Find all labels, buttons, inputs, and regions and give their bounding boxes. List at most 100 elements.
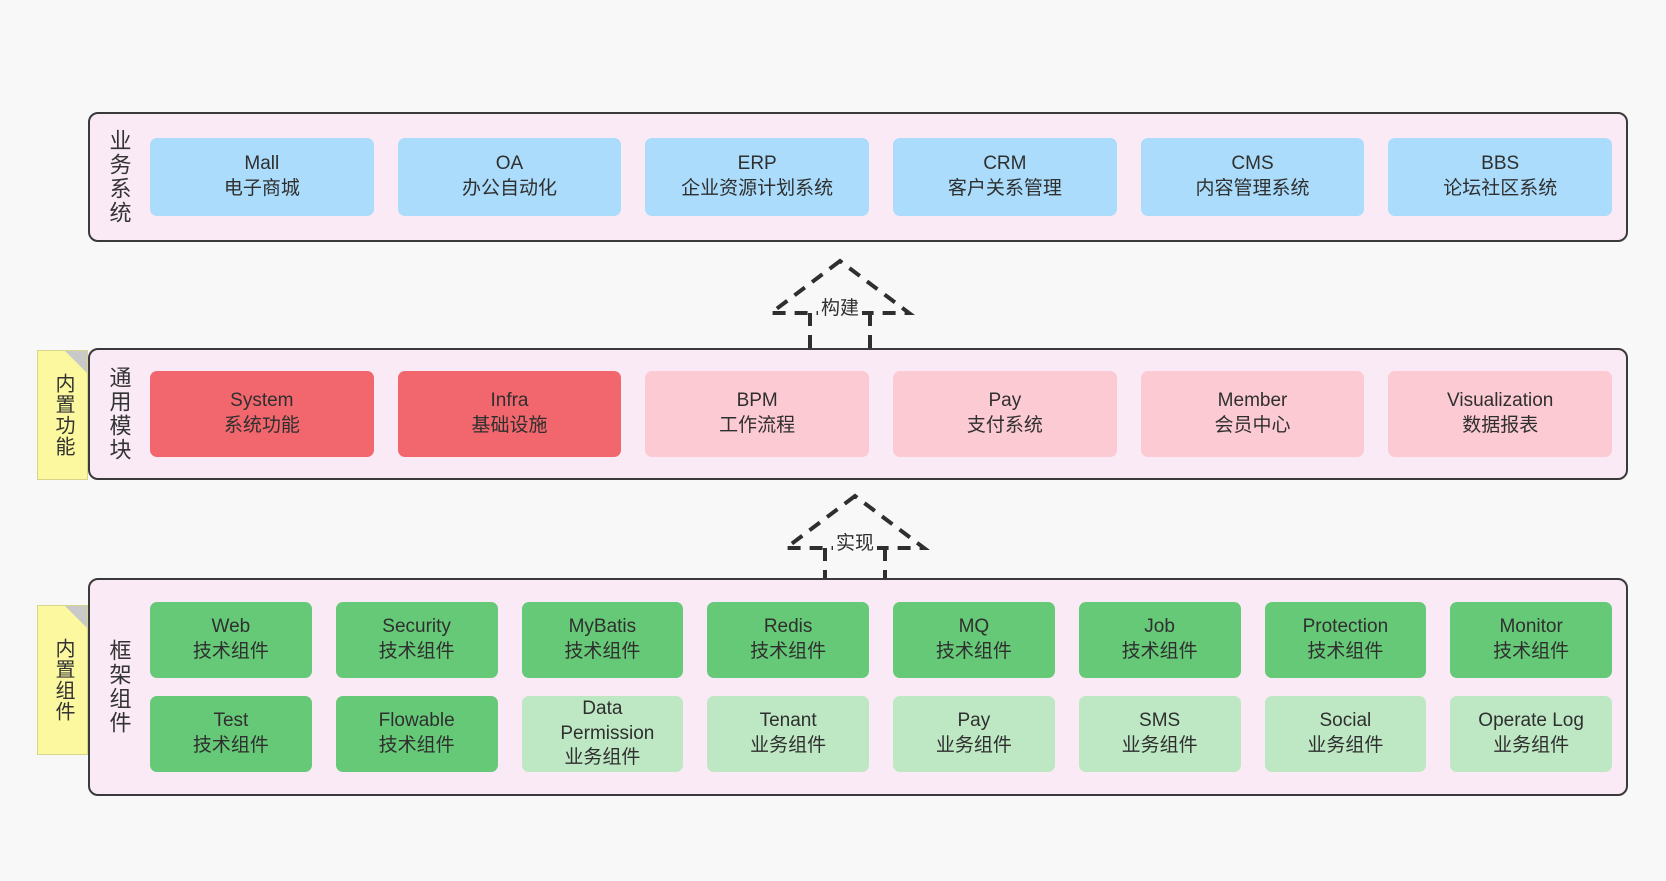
card-title-en: OA	[495, 153, 524, 175]
card-title-en: Redis	[763, 616, 813, 638]
card-title-en: ERP	[737, 153, 777, 175]
card-data-permission[interactable]: Data Permission 业务组件	[521, 696, 684, 772]
card-title-en: Infra	[490, 390, 529, 412]
card-oa[interactable]: OA 办公自动化	[397, 138, 622, 216]
card-pay-module[interactable]: Pay 支付系统	[893, 371, 1117, 457]
card-title-cn: 业务组件	[750, 735, 827, 756]
card-title-en: Web	[211, 616, 251, 638]
card-title-en: MQ	[958, 616, 990, 638]
card-social[interactable]: Social 业务组件	[1264, 696, 1427, 772]
card-title-cn: 业务组件	[564, 747, 641, 769]
card-title-en: Tenant	[759, 710, 817, 732]
card-title-cn: 支付系统	[966, 415, 1043, 436]
card-operate-log[interactable]: Operate Log 业务组件	[1450, 696, 1612, 772]
card-title-en: Security	[382, 616, 451, 638]
card-bpm[interactable]: BPM 工作流程	[645, 371, 870, 457]
layer-title-common-module: 通用模块	[106, 366, 132, 462]
card-visualization[interactable]: Visualization 数据报表	[1388, 371, 1613, 457]
layer-body-business-system: Mall 电子商城 OA 办公自动化 ERP 企业资源计划系统 CRM 客户关系…	[142, 114, 1626, 240]
card-title-en: Data Permission	[560, 697, 655, 744]
card-title-cn: 数据报表	[1462, 415, 1539, 436]
card-title-cn: 论坛社区系统	[1443, 178, 1558, 199]
card-pay-component[interactable]: Pay 业务组件	[893, 696, 1055, 772]
card-row: Mall 电子商城 OA 办公自动化 ERP 企业资源计划系统 CRM 客户关系…	[150, 138, 1613, 216]
note-label: 内置组件	[52, 638, 74, 722]
card-title-cn: 电子商城	[223, 178, 300, 199]
arrow-build: 构建	[765, 255, 915, 353]
layer-common-module: 通用模块 System 系统功能 Infra 基础设施 BPM 工作流程 Pay…	[88, 348, 1628, 480]
card-mall[interactable]: Mall 电子商城	[150, 138, 374, 216]
arrow-build-label: 构建	[817, 293, 863, 320]
layer-body-framework-component: Web 技术组件 Security 技术组件 MyBatis 技术组件 Redi…	[142, 580, 1626, 794]
card-tenant[interactable]: Tenant 业务组件	[707, 696, 869, 772]
card-flowable[interactable]: Flowable 技术组件	[335, 696, 498, 772]
arrow-implement: 实现	[780, 490, 930, 588]
card-title-cn: 技术组件	[1307, 641, 1384, 662]
card-crm[interactable]: CRM 客户关系管理	[893, 138, 1117, 216]
card-title-cn: 技术组件	[192, 641, 269, 662]
card-row: Test 技术组件 Flowable 技术组件 Data Permission …	[150, 696, 1612, 772]
card-sms[interactable]: SMS 业务组件	[1078, 696, 1241, 772]
card-erp[interactable]: ERP 企业资源计划系统	[645, 138, 870, 216]
card-title-cn: 技术组件	[935, 641, 1012, 662]
card-title-cn: 业务组件	[935, 735, 1012, 756]
card-title-en: MyBatis	[568, 616, 637, 638]
card-bbs[interactable]: BBS 论坛社区系统	[1388, 138, 1613, 216]
card-title-cn: 业务组件	[1121, 735, 1198, 756]
card-title-en: Monitor	[1499, 616, 1563, 638]
card-title-cn: 技术组件	[192, 735, 269, 756]
layer-framework-component: 框架组件 Web 技术组件 Security 技术组件 MyBatis 技术组件…	[88, 578, 1628, 796]
card-title-cn: 技术组件	[1493, 641, 1570, 662]
card-protection[interactable]: Protection 技术组件	[1264, 602, 1427, 678]
note-label: 内置功能	[52, 373, 74, 457]
card-cms[interactable]: CMS 内容管理系统	[1140, 138, 1365, 216]
card-title-en: Job	[1144, 616, 1175, 638]
card-monitor[interactable]: Monitor 技术组件	[1450, 602, 1612, 678]
card-title-en: Mall	[244, 153, 280, 175]
card-title-cn: 工作流程	[719, 415, 796, 436]
layer-title-business-system: 业务系统	[106, 129, 132, 225]
card-title-en: System	[230, 390, 294, 412]
card-title-cn: 客户关系管理	[947, 178, 1062, 199]
card-web[interactable]: Web 技术组件	[150, 602, 312, 678]
card-title-cn: 业务组件	[1307, 735, 1384, 756]
card-title-cn: 企业资源计划系统	[681, 178, 834, 199]
card-mybatis[interactable]: MyBatis 技术组件	[521, 602, 684, 678]
card-title-en: Visualization	[1447, 390, 1554, 412]
card-security[interactable]: Security 技术组件	[335, 602, 498, 678]
card-redis[interactable]: Redis 技术组件	[707, 602, 869, 678]
card-title-cn: 办公自动化	[462, 178, 558, 199]
card-title-en: CRM	[983, 153, 1027, 175]
card-title-en: BPM	[736, 390, 778, 412]
card-title-cn: 技术组件	[564, 641, 641, 662]
layer-title-framework-component: 框架组件	[106, 639, 132, 735]
card-title-en: Flowable	[378, 710, 455, 732]
layer-business-system: 业务系统 Mall 电子商城 OA 办公自动化 ERP 企业资源计划系统 CRM…	[88, 112, 1628, 242]
card-system[interactable]: System 系统功能	[150, 371, 374, 457]
note-builtin-component: 内置组件	[37, 605, 88, 755]
card-row: System 系统功能 Infra 基础设施 BPM 工作流程 Pay 支付系统…	[150, 371, 1613, 457]
card-title-en: Pay	[957, 710, 991, 732]
card-title-cn: 业务组件	[1493, 735, 1570, 756]
card-member[interactable]: Member 会员中心	[1140, 371, 1365, 457]
card-mq[interactable]: MQ 技术组件	[893, 602, 1055, 678]
card-test[interactable]: Test 技术组件	[150, 696, 312, 772]
card-title-en: Pay	[988, 390, 1022, 412]
card-title-cn: 会员中心	[1214, 415, 1291, 436]
card-title-cn: 技术组件	[378, 641, 455, 662]
card-title-en: Operate Log	[1478, 710, 1584, 732]
card-title-en: CMS	[1231, 153, 1274, 175]
card-title-cn: 技术组件	[1121, 641, 1198, 662]
arrow-implement-label: 实现	[832, 528, 878, 555]
layer-body-common-module: System 系统功能 Infra 基础设施 BPM 工作流程 Pay 支付系统…	[142, 350, 1626, 478]
card-title-en: Member	[1217, 390, 1288, 412]
card-title-en: SMS	[1139, 710, 1181, 732]
card-infra[interactable]: Infra 基础设施	[397, 371, 622, 457]
card-title-en: Protection	[1302, 616, 1389, 638]
card-job[interactable]: Job 技术组件	[1078, 602, 1241, 678]
card-title-en: Test	[213, 710, 249, 732]
card-row: Web 技术组件 Security 技术组件 MyBatis 技术组件 Redi…	[150, 602, 1612, 678]
card-title-cn: 技术组件	[750, 641, 827, 662]
note-builtin-feature: 内置功能	[37, 350, 88, 480]
